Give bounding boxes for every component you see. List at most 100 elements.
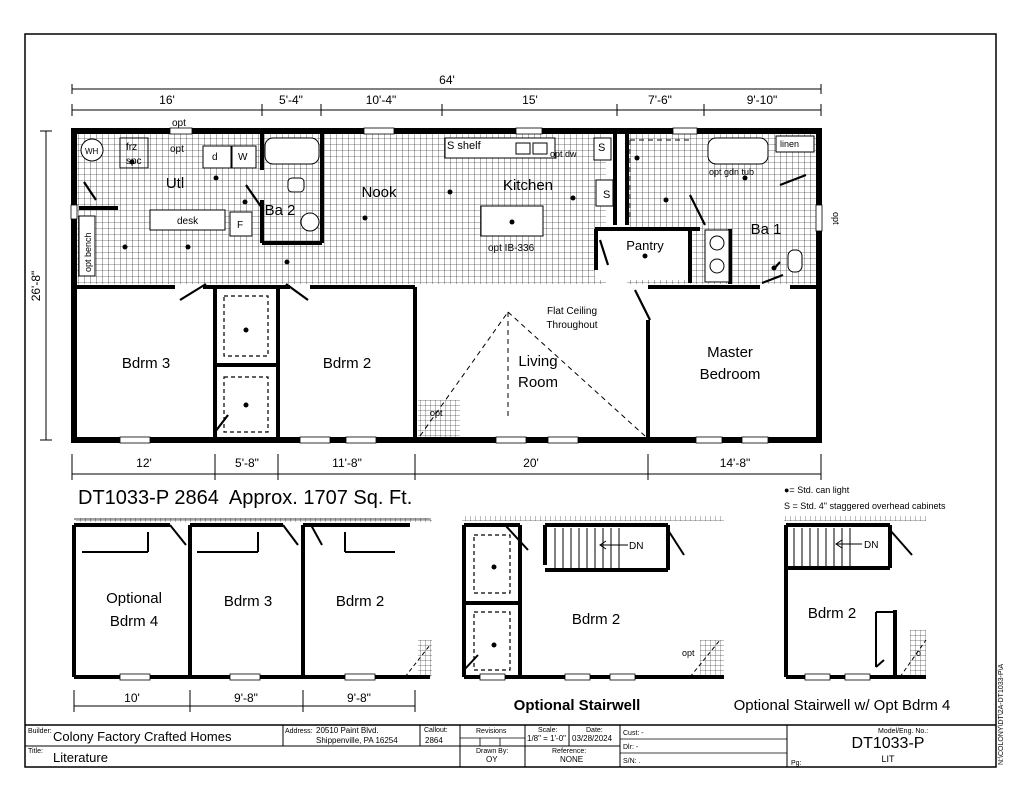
bench — [78, 215, 96, 277]
label-opt-entry: opt — [430, 408, 443, 418]
room-label-bdrm2: Bdrm 2 — [323, 355, 371, 372]
main-floor-plan — [70, 127, 823, 444]
opt-dim-3: 9'-8" — [347, 691, 371, 705]
option-bdrm4-dimensions — [73, 690, 416, 712]
tb-callout: 2864 — [425, 736, 443, 745]
top-dim-4: 15' — [522, 93, 538, 107]
bottom-dim-3: 11'-8" — [332, 456, 362, 470]
opt-dim-1: 10' — [124, 691, 140, 705]
stairwell-bdrm4-opt: o — [916, 648, 921, 658]
tb-cust-label: Cust: - — [623, 730, 644, 737]
linen-closet — [775, 135, 815, 153]
room-label-ba1: Ba 1 — [751, 221, 782, 238]
tb-scale: 1/8" = 1'-0" — [527, 734, 566, 743]
tb-sn-label: S/N: . — [623, 758, 641, 765]
opt-bdrm3-label: Bdrm 3 — [224, 593, 272, 610]
tb-title-label: Title: — [28, 748, 43, 755]
top-dim-1: 16' — [159, 93, 175, 107]
label-opt-bench: opt bench — [83, 232, 93, 272]
room-label-utl: Utl — [166, 175, 184, 192]
option-bdrm4-plan — [72, 518, 432, 681]
label-desk: desk — [177, 216, 199, 227]
tb-revisions-label: Revisions — [476, 728, 507, 735]
washer-box — [231, 145, 257, 169]
title-block — [25, 724, 996, 767]
label-opt-ib: opt IB-336 — [488, 243, 535, 254]
tb-callout-label: Callout: — [424, 727, 448, 734]
tb-reference-label: Reference: — [552, 748, 586, 755]
room-label-bdrm3: Bdrm 3 — [122, 355, 170, 372]
stairwell-bdrm4-title: Optional Stairwell w/ Opt Bdrm 4 — [734, 697, 951, 714]
tb-model-label: Model/Eng. No.: — [878, 728, 928, 735]
top-dim-6: 9'-10" — [747, 93, 778, 107]
tb-title: Literature — [53, 750, 108, 765]
stairwell-dn: DN — [629, 541, 643, 552]
top-dim-5: 7'-6" — [648, 93, 672, 107]
garden-tub — [707, 137, 769, 165]
overall-depth-dim: 26'-8" — [29, 271, 43, 302]
tb-date: 03/28/2024 — [572, 734, 613, 743]
tb-builder: Colony Factory Crafted Homes — [53, 729, 232, 744]
stairwell-bdrm4-room-label: Bdrm 2 — [808, 605, 856, 622]
room-label-living: Living — [518, 353, 557, 370]
tb-builder-label: Builder: — [28, 728, 52, 735]
bottom-dimensions — [71, 454, 822, 480]
tb-lit: LIT — [881, 754, 895, 764]
top-dim-2: 5'-4" — [279, 93, 303, 107]
tb-date-label: Date: — [586, 727, 603, 734]
label-s-shelf: S shelf — [447, 140, 482, 152]
option-stairwell-bdrm4-plan — [784, 516, 927, 681]
top-dimensions — [71, 84, 822, 116]
label-frz: frz — [126, 142, 137, 153]
bottom-dim-5: 14'-8" — [720, 456, 751, 470]
label-s-1: S — [598, 142, 605, 154]
stairwell-room-label: Bdrm 2 — [572, 611, 620, 628]
tb-drawn: OY — [486, 755, 498, 764]
overall-width-dim: 64' — [439, 73, 455, 87]
legend-cabinets: S = Std. 4" staggered overhead cabinets — [784, 501, 946, 511]
legend-can-light: ●= Std. can light — [784, 485, 850, 495]
range — [593, 137, 612, 161]
tb-pg-label: Pg: — [791, 760, 802, 767]
sink-bowl-1 — [515, 142, 531, 155]
fridge — [595, 179, 614, 207]
label-s-2: S — [603, 189, 610, 201]
water-heater-icon — [80, 138, 104, 162]
opt-bdrm4-label-2: Bdrm 4 — [110, 613, 158, 630]
label-opt-dw: opt dw — [550, 149, 577, 159]
room-label-bedroom: Bedroom — [700, 366, 761, 383]
opt-dim-2: 9'-8" — [234, 691, 258, 705]
toilet-ba1 — [787, 249, 803, 273]
label-spc: spc — [126, 156, 142, 167]
tile-floor-pantry — [595, 230, 690, 280]
label-washer: W — [238, 152, 248, 163]
bottom-dim-2: 5'-8" — [235, 456, 259, 470]
label-opt-gdn-tub: opt gdn tub — [709, 167, 754, 177]
furnace-box — [229, 211, 253, 237]
freezer-space — [119, 137, 149, 169]
desk-counter — [149, 209, 226, 231]
stairwell-title: Optional Stairwell — [514, 697, 641, 714]
bottom-dim-4: 20' — [523, 456, 539, 470]
lav-ba2 — [300, 212, 320, 232]
option-stairwell-plan — [462, 516, 724, 681]
dryer-box — [202, 145, 232, 169]
tb-reference: NONE — [560, 755, 583, 764]
exterior-wall — [71, 128, 822, 443]
room-label-room: Room — [518, 374, 558, 391]
room-label-ba2: Ba 2 — [265, 202, 296, 219]
room-label-kitchen: Kitchen — [503, 177, 553, 194]
sink-bowl-2 — [532, 142, 548, 155]
label-furnace: F — [237, 220, 243, 231]
label-wh: WH — [85, 147, 99, 156]
label-linen: linen — [780, 139, 799, 149]
tb-address-1: 20510 Paint Blvd. — [316, 726, 379, 735]
label-opt-frz: opt — [170, 144, 184, 155]
sheet-border — [24, 33, 997, 768]
bottom-dim-1: 12' — [136, 456, 152, 470]
bathtub-ba2 — [264, 137, 320, 165]
label-dryer: d — [212, 152, 218, 163]
room-label-pantry: Pantry — [626, 238, 664, 253]
room-label-master: Master — [707, 344, 753, 361]
